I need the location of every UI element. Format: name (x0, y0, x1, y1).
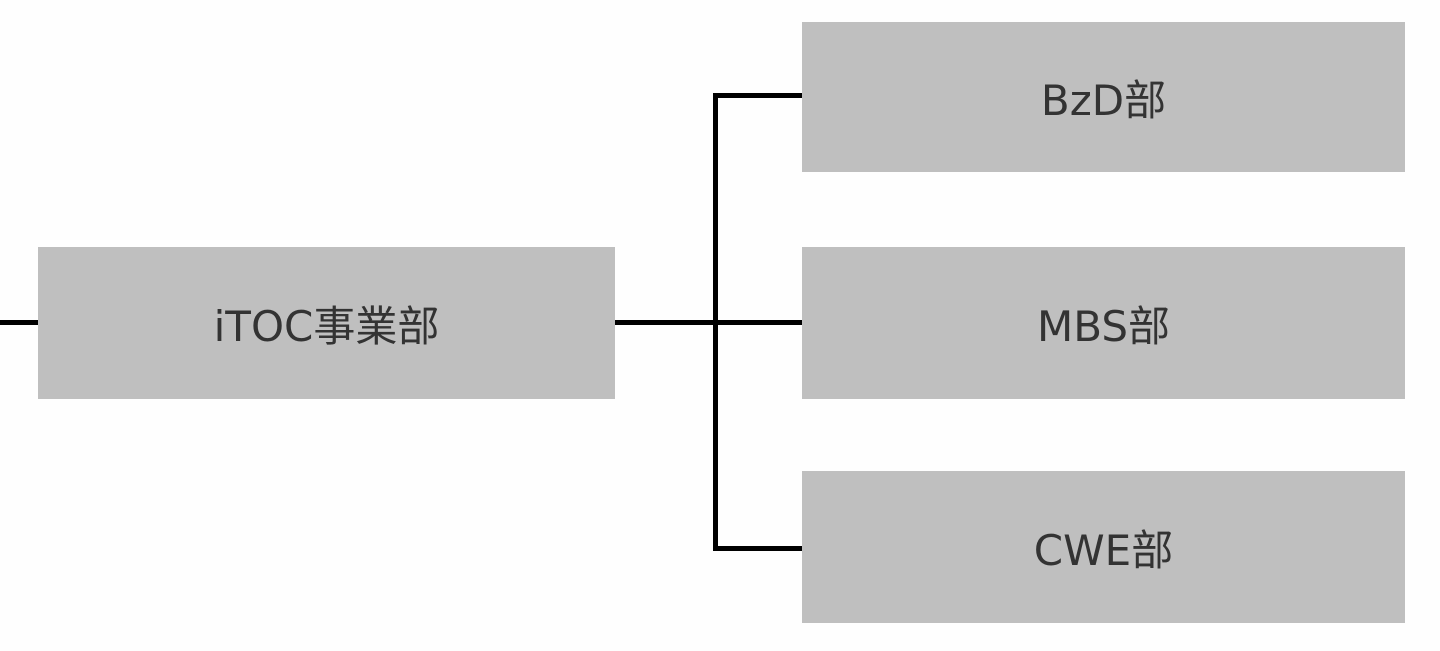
node-mbs[interactable]: MBS部 (802, 247, 1405, 399)
node-label: BzD部 (1040, 75, 1167, 125)
node-cwe[interactable]: CWE部 (802, 471, 1405, 623)
node-itoc[interactable]: iTOC事業部 (38, 247, 615, 399)
node-label: iTOC事業部 (213, 301, 440, 351)
branch-connector-mbs (713, 320, 803, 325)
branch-connector-cwe (713, 546, 803, 551)
root-connector (615, 320, 717, 325)
node-bzd[interactable]: BzD部 (802, 22, 1405, 172)
node-label: CWE部 (1033, 525, 1174, 575)
node-label: MBS部 (1037, 301, 1170, 351)
branch-connector-bzd (713, 93, 803, 98)
incoming-connector (0, 320, 40, 325)
